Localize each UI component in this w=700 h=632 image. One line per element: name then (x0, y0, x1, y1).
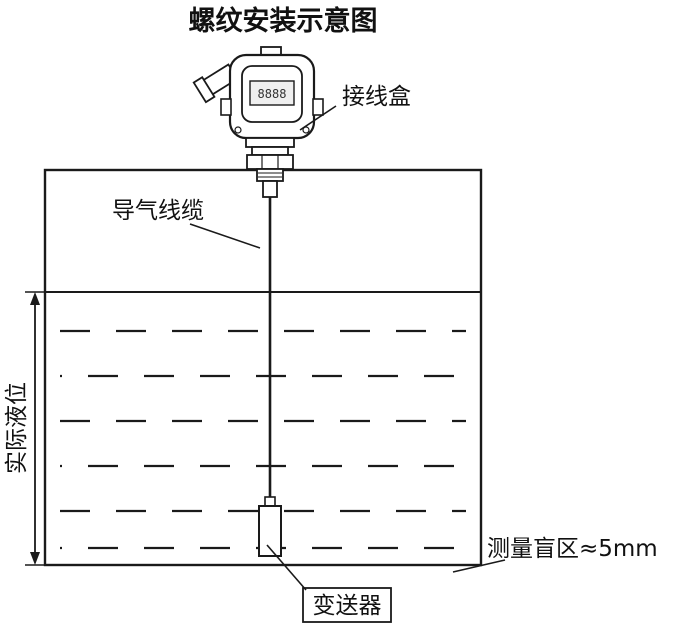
mounting-hex-nut (246, 154, 294, 170)
probe-body (258, 505, 282, 557)
blind-zone-label: 测量盲区≈5mm (487, 536, 658, 562)
transmitter-leader (266, 544, 307, 591)
transmitter-label: 变送器 (313, 593, 382, 619)
air-cable-leader (189, 223, 261, 249)
lower-tube (262, 180, 278, 198)
junction-box-label: 接线盒 (342, 84, 411, 110)
dimension-arrow-bottom (30, 552, 40, 565)
mounting-thread (256, 168, 284, 182)
display-digits: 8888 (258, 87, 287, 101)
junction-box-leader (299, 105, 337, 131)
dimension-arrow-top (30, 292, 40, 305)
head-lug-left (220, 98, 232, 116)
screw-icon (302, 126, 310, 134)
air-cable-label: 导气线缆 (112, 198, 204, 224)
lcd-display (249, 80, 295, 106)
transmitter-label-box (302, 587, 392, 623)
neck-collar-upper (245, 137, 295, 148)
actual-level-label: 实际液位 (4, 382, 30, 474)
cable-gland-cap (192, 76, 216, 104)
neck-collar-lower (251, 146, 289, 156)
head-lug-right (312, 98, 324, 116)
blind-zone-leader (452, 559, 506, 573)
diagram-title: 螺纹安装示意图 (189, 5, 378, 37)
transmitter-head: 8888 (192, 46, 324, 198)
screw-icon (234, 126, 242, 134)
